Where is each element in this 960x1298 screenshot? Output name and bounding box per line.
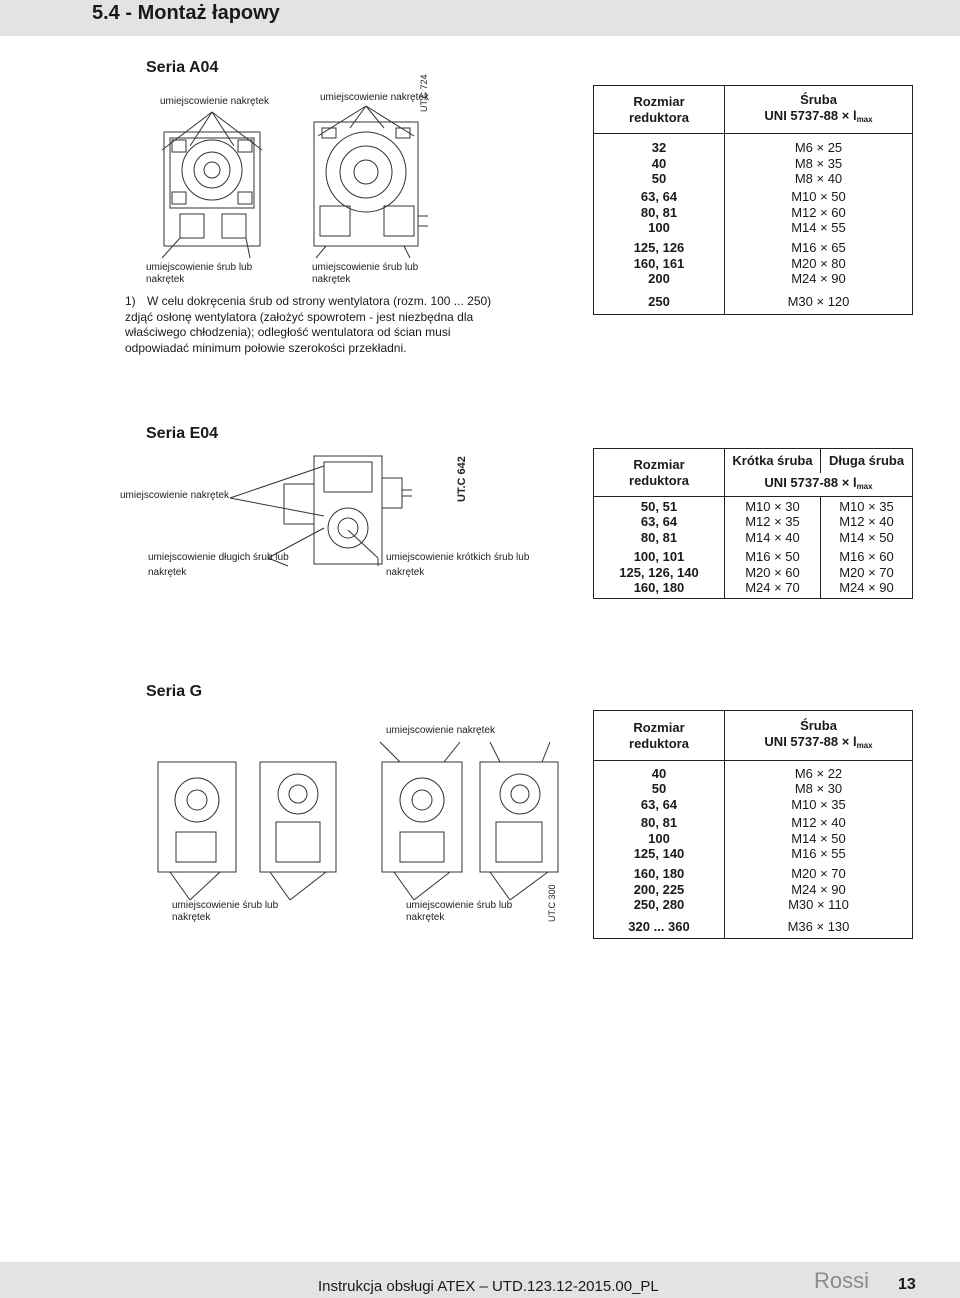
footnote-line-1: W celu dokręcenia śrub od strony wentyla… [147,294,492,308]
footer-bar [0,1262,960,1298]
g-label-right-1: umiejscowienie śrub lub [406,900,513,911]
series-g-title: Seria G [146,683,203,700]
g-bolt-table: Rozmiar reduktora Śruba UNI 5737-88 × lm… [593,710,913,939]
e04-drawing-stamp: UT.C 642 [456,456,468,502]
a04-label-nuts-left: umiejscowienie nakrętek [160,96,269,107]
e04-header-long: Długa śruba [820,448,913,473]
brand-logo: Rossi [814,1268,870,1293]
e04-label-long-1: umiejscowienie długich śrub lub [148,552,289,563]
series-e04-title: Seria E04 [146,425,219,442]
e04-reducer-drawing [228,448,428,568]
e04-header-short: Krótka śruba [724,448,821,473]
a04-label-bolts-left-2: nakrętek [146,274,185,285]
e04-label-nuts: umiejscowienie nakrętek [120,490,229,501]
g-drawing-stamp: UT.C 300 [547,884,557,922]
page-number: 13 [898,1276,916,1293]
a04-label-bolts-right-2: nakrętek [312,274,351,285]
a04-header-bolt: Śruba UNI 5737-88 × lmax [724,85,913,134]
table-row: 320 ... 360 M36 × 130 [594,914,913,939]
g-header-bolt: Śruba UNI 5737-88 × lmax [724,710,913,761]
a04-footnote: 1) W celu dokręcenia śrub od strony went… [125,294,540,356]
footnote-line-4: odpowiadać minimum połowie szerokości pr… [125,340,407,355]
a04-label-bolts-left-1: umiejscowienie śrub lub [146,262,253,273]
e04-header-size: Rozmiar reduktora [593,448,725,497]
e04-label-short-2: nakrętek [386,567,425,578]
header-bar [0,0,960,36]
g-label-nuts: umiejscowienie nakrętek [386,725,495,736]
footnote-line-3: właściwego chłodzenia); odległość wentul… [125,325,451,339]
table-row: 250 M30 × 120 [594,288,913,315]
a04-drawing-stamp: UT.C 724 [419,74,429,112]
footnote-line-2: zdjąć osłonę wentylatora (założyć spowro… [125,309,474,324]
a04-label-nuts-right: umiejscowienie nakrętek [320,92,429,103]
footnote-number: 1) [125,294,136,308]
a04-bolt-table: Rozmiar reduktora Śruba UNI 5737-88 × lm… [593,85,913,315]
g-label-left-1: umiejscowienie śrub lub [172,900,279,911]
e04-label-short-1: umiejscowienie krótkich śrub lub [386,552,530,563]
g-label-left-2: nakrętek [172,912,211,923]
footer-document-id: Instrukcja obsługi ATEX – UTD.123.12-201… [318,1278,659,1295]
a04-side-view-drawing [306,106,436,258]
a04-header-size: Rozmiar reduktora [593,85,725,134]
page-title: 5.4 - Montaż łapowy [92,2,280,24]
g-header-size: Rozmiar reduktora [593,710,725,761]
e04-header-standard: UNI 5737-88 × lmax [724,472,913,497]
g-label-right-2: nakrętek [406,912,445,923]
e04-label-long-2: nakrętek [148,567,187,578]
a04-label-bolts-right-1: umiejscowienie śrub lub [312,262,419,273]
e04-bolt-table: Rozmiar reduktora Krótka śruba Długa śru… [593,448,913,599]
a04-front-view-drawing [150,108,275,258]
g-reducer-drawings [150,742,570,902]
series-a04-title: Seria A04 [146,59,219,76]
